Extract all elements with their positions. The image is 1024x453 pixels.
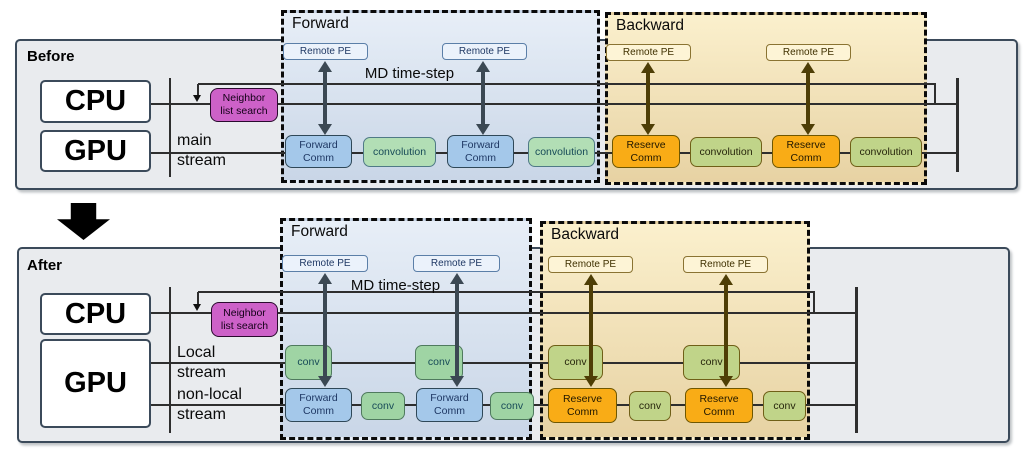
after-local-stream-line	[151, 362, 857, 364]
forward-comm-box: Forward Comm	[447, 135, 514, 168]
backward-region-title: Backward	[616, 17, 685, 34]
before-return-line	[198, 83, 935, 85]
conv-box: conv	[629, 391, 671, 421]
after-cpu-box: CPU	[40, 293, 151, 335]
after-cpu-line	[151, 312, 857, 314]
after-sync-tick	[169, 287, 171, 433]
conv-box: conv	[490, 392, 534, 420]
conv-box: conv	[548, 345, 603, 380]
convolution-box: convolution	[363, 137, 436, 167]
reserve-comm-box: Reserve Comm	[548, 388, 617, 423]
remote-pe-box: Remote PE	[683, 256, 768, 273]
remote-pe-box: Remote PE	[282, 255, 368, 272]
convolution-box: convolution	[690, 137, 762, 167]
conv-box: conv	[763, 391, 806, 421]
bidirectional-comm-arrow-icon	[718, 274, 734, 387]
after-gpu-box: GPU	[40, 339, 151, 428]
convolution-box: convolution	[850, 137, 922, 167]
after-end-bar	[855, 287, 858, 433]
conv-box: conv	[683, 345, 740, 380]
remote-pe-box: Remote PE	[283, 43, 368, 60]
after-title: After	[27, 257, 63, 274]
after-nonlocal-stream-label: non-local stream	[177, 386, 242, 424]
before-main-stream-label: main stream	[177, 132, 226, 170]
after-return-arrowhead-icon	[193, 304, 201, 311]
after-return-left-elbow	[197, 292, 199, 304]
before-return-arrowhead-icon	[193, 95, 201, 102]
remote-pe-box: Remote PE	[442, 43, 527, 60]
reserve-comm-box: Reserve Comm	[612, 135, 680, 168]
forward-region-title: Forward	[291, 223, 348, 240]
remote-pe-box: Remote PE	[766, 44, 851, 61]
bidirectional-comm-arrow-icon	[583, 274, 599, 387]
reserve-comm-box: Reserve Comm	[772, 135, 840, 168]
forward-comm-box: Forward Comm	[416, 388, 483, 422]
before-cpu-line	[151, 103, 958, 105]
before-after-arrow-icon	[57, 203, 110, 240]
forward-region-title: Forward	[292, 15, 349, 32]
after-neighbor-list-search-box: Neighbor list search	[211, 302, 278, 337]
bidirectional-comm-arrow-icon	[475, 61, 491, 135]
before-return-right-elbow	[934, 83, 936, 104]
conv-box: conv	[361, 392, 405, 420]
convolution-box: convolution	[528, 137, 595, 167]
after-return-line	[198, 291, 814, 293]
before-cpu-box: CPU	[40, 80, 151, 123]
before-sync-tick	[169, 78, 171, 177]
backward-region-title: Backward	[551, 226, 620, 243]
before-neighbor-list-search-box: Neighbor list search	[210, 88, 278, 122]
after-local-stream-label: Local stream	[177, 344, 226, 382]
forward-comm-box: Forward Comm	[285, 135, 352, 168]
bidirectional-comm-arrow-icon	[317, 273, 333, 387]
before-title: Before	[27, 48, 75, 65]
remote-pe-box: Remote PE	[548, 256, 633, 273]
before-md-timestep-label: MD time-step	[364, 65, 455, 82]
bidirectional-comm-arrow-icon	[449, 273, 465, 387]
bidirectional-comm-arrow-icon	[640, 62, 656, 135]
after-md-timestep-label: MD time-step	[350, 277, 441, 294]
before-return-left-elbow	[197, 84, 199, 96]
remote-pe-box: Remote PE	[413, 255, 500, 272]
forward-comm-box: Forward Comm	[285, 388, 352, 422]
before-end-bar	[956, 78, 959, 172]
after-return-right-elbow	[813, 291, 815, 313]
bidirectional-comm-arrow-icon	[317, 61, 333, 135]
remote-pe-box: Remote PE	[606, 44, 691, 61]
before-gpu-box: GPU	[40, 130, 151, 172]
bidirectional-comm-arrow-icon	[800, 62, 816, 135]
reserve-comm-box: Reserve Comm	[685, 388, 753, 423]
